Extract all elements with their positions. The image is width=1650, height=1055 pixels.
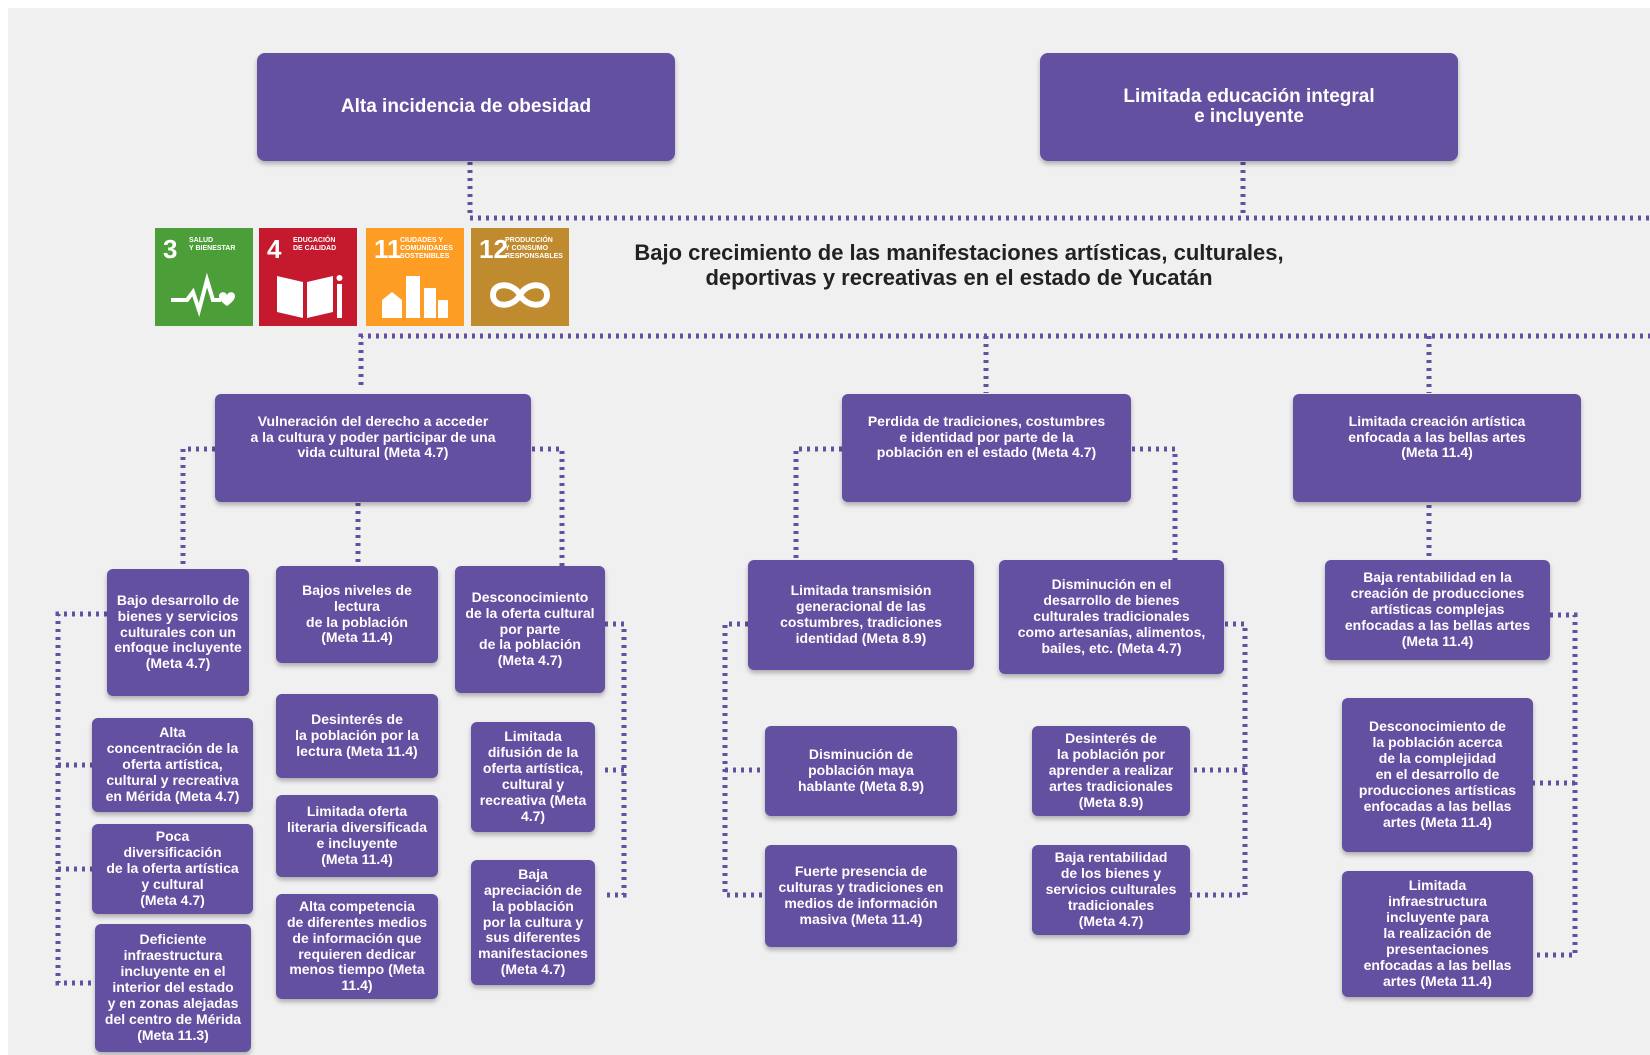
subcause-f1: Baja rentabilidad en la creación de prod… <box>1325 560 1550 660</box>
effect-box-education: Limitada educación integral e incluyente <box>1040 53 1458 161</box>
effect-box-obesity: Alta incidencia de obesidad <box>257 53 675 161</box>
subcause-e2: Desinterés de la población por aprender … <box>1032 726 1190 816</box>
subcause-b3: Limitada oferta literaria diversificada … <box>276 795 438 877</box>
main-problem-title: Bajo crecimiento de las manifestaciones … <box>634 240 1284 291</box>
sdg-11-badge: 11 Ciudades y comunidades sostenibles <box>366 228 464 326</box>
sdg-3-badge: 3 Salud y bienestar <box>155 228 253 326</box>
book-icon <box>277 275 343 318</box>
subcause-a2: Alta concentración de la oferta artístic… <box>92 718 253 812</box>
cause-box-traditions: Perdida de tradiciones, costumbres e ide… <box>842 394 1131 502</box>
sdg-number: 12 <box>479 234 508 264</box>
subcause-a4: Deficiente infraestructura incluyente en… <box>95 924 251 1052</box>
infinity-icon <box>489 282 551 308</box>
subcause-f3: Limitada infraestructura incluyente para… <box>1342 871 1533 997</box>
sdg-12-badge: 12 Producción y consumo responsables <box>471 228 569 326</box>
subcause-a3: Poca diversificación de la oferta artíst… <box>92 824 253 914</box>
subcause-d1: Limitada transmisión generacional de las… <box>748 560 974 670</box>
subcause-c1: Desconocimiento de la oferta cultural po… <box>455 566 605 693</box>
heartbeat-icon <box>171 272 235 317</box>
sdg-number: 3 <box>163 234 178 264</box>
cause-box-cultural-rights: Vulneración del derecho a acceder a la c… <box>215 394 531 502</box>
subcause-d3: Fuerte presencia de culturas y tradicion… <box>765 845 957 947</box>
sdg-label: Producción y consumo responsables <box>505 237 563 261</box>
sdg-label: Salud y bienestar <box>189 237 236 253</box>
subcause-a1: Bajo desarrollo de bienes y servicios cu… <box>107 569 249 696</box>
subcause-e3: Baja rentabilidad de los bienes y servic… <box>1032 845 1190 935</box>
sdg-4-badge: 4 Educación de calidad <box>259 228 357 326</box>
city-icon <box>382 276 448 318</box>
sdg-label: Educación de calidad <box>293 237 337 253</box>
cause-box-fine-arts: Limitada creación artística enfocada a l… <box>1293 394 1581 502</box>
sdg-number: 4 <box>267 234 282 264</box>
subcause-e1: Disminución en el desarrollo de bienes c… <box>999 560 1224 674</box>
sdg-label: Ciudades y comunidades sostenibles <box>400 237 453 261</box>
subcause-b2: Desinterés de la población por la lectur… <box>276 694 438 778</box>
subcause-f2: Desconocimiento de la población acerca d… <box>1342 698 1533 852</box>
subcause-c3: Baja apreciación de la población por la … <box>471 860 595 985</box>
sdg-number: 11 <box>374 234 402 264</box>
subcause-c2: Limitada difusión de la oferta artística… <box>471 722 595 832</box>
subcause-d2: Disminución de población maya hablante (… <box>765 726 957 816</box>
subcause-b1: Bajos niveles de lectura de la población… <box>276 566 438 663</box>
subcause-b4: Alta competencia de diferentes medios de… <box>276 894 438 999</box>
